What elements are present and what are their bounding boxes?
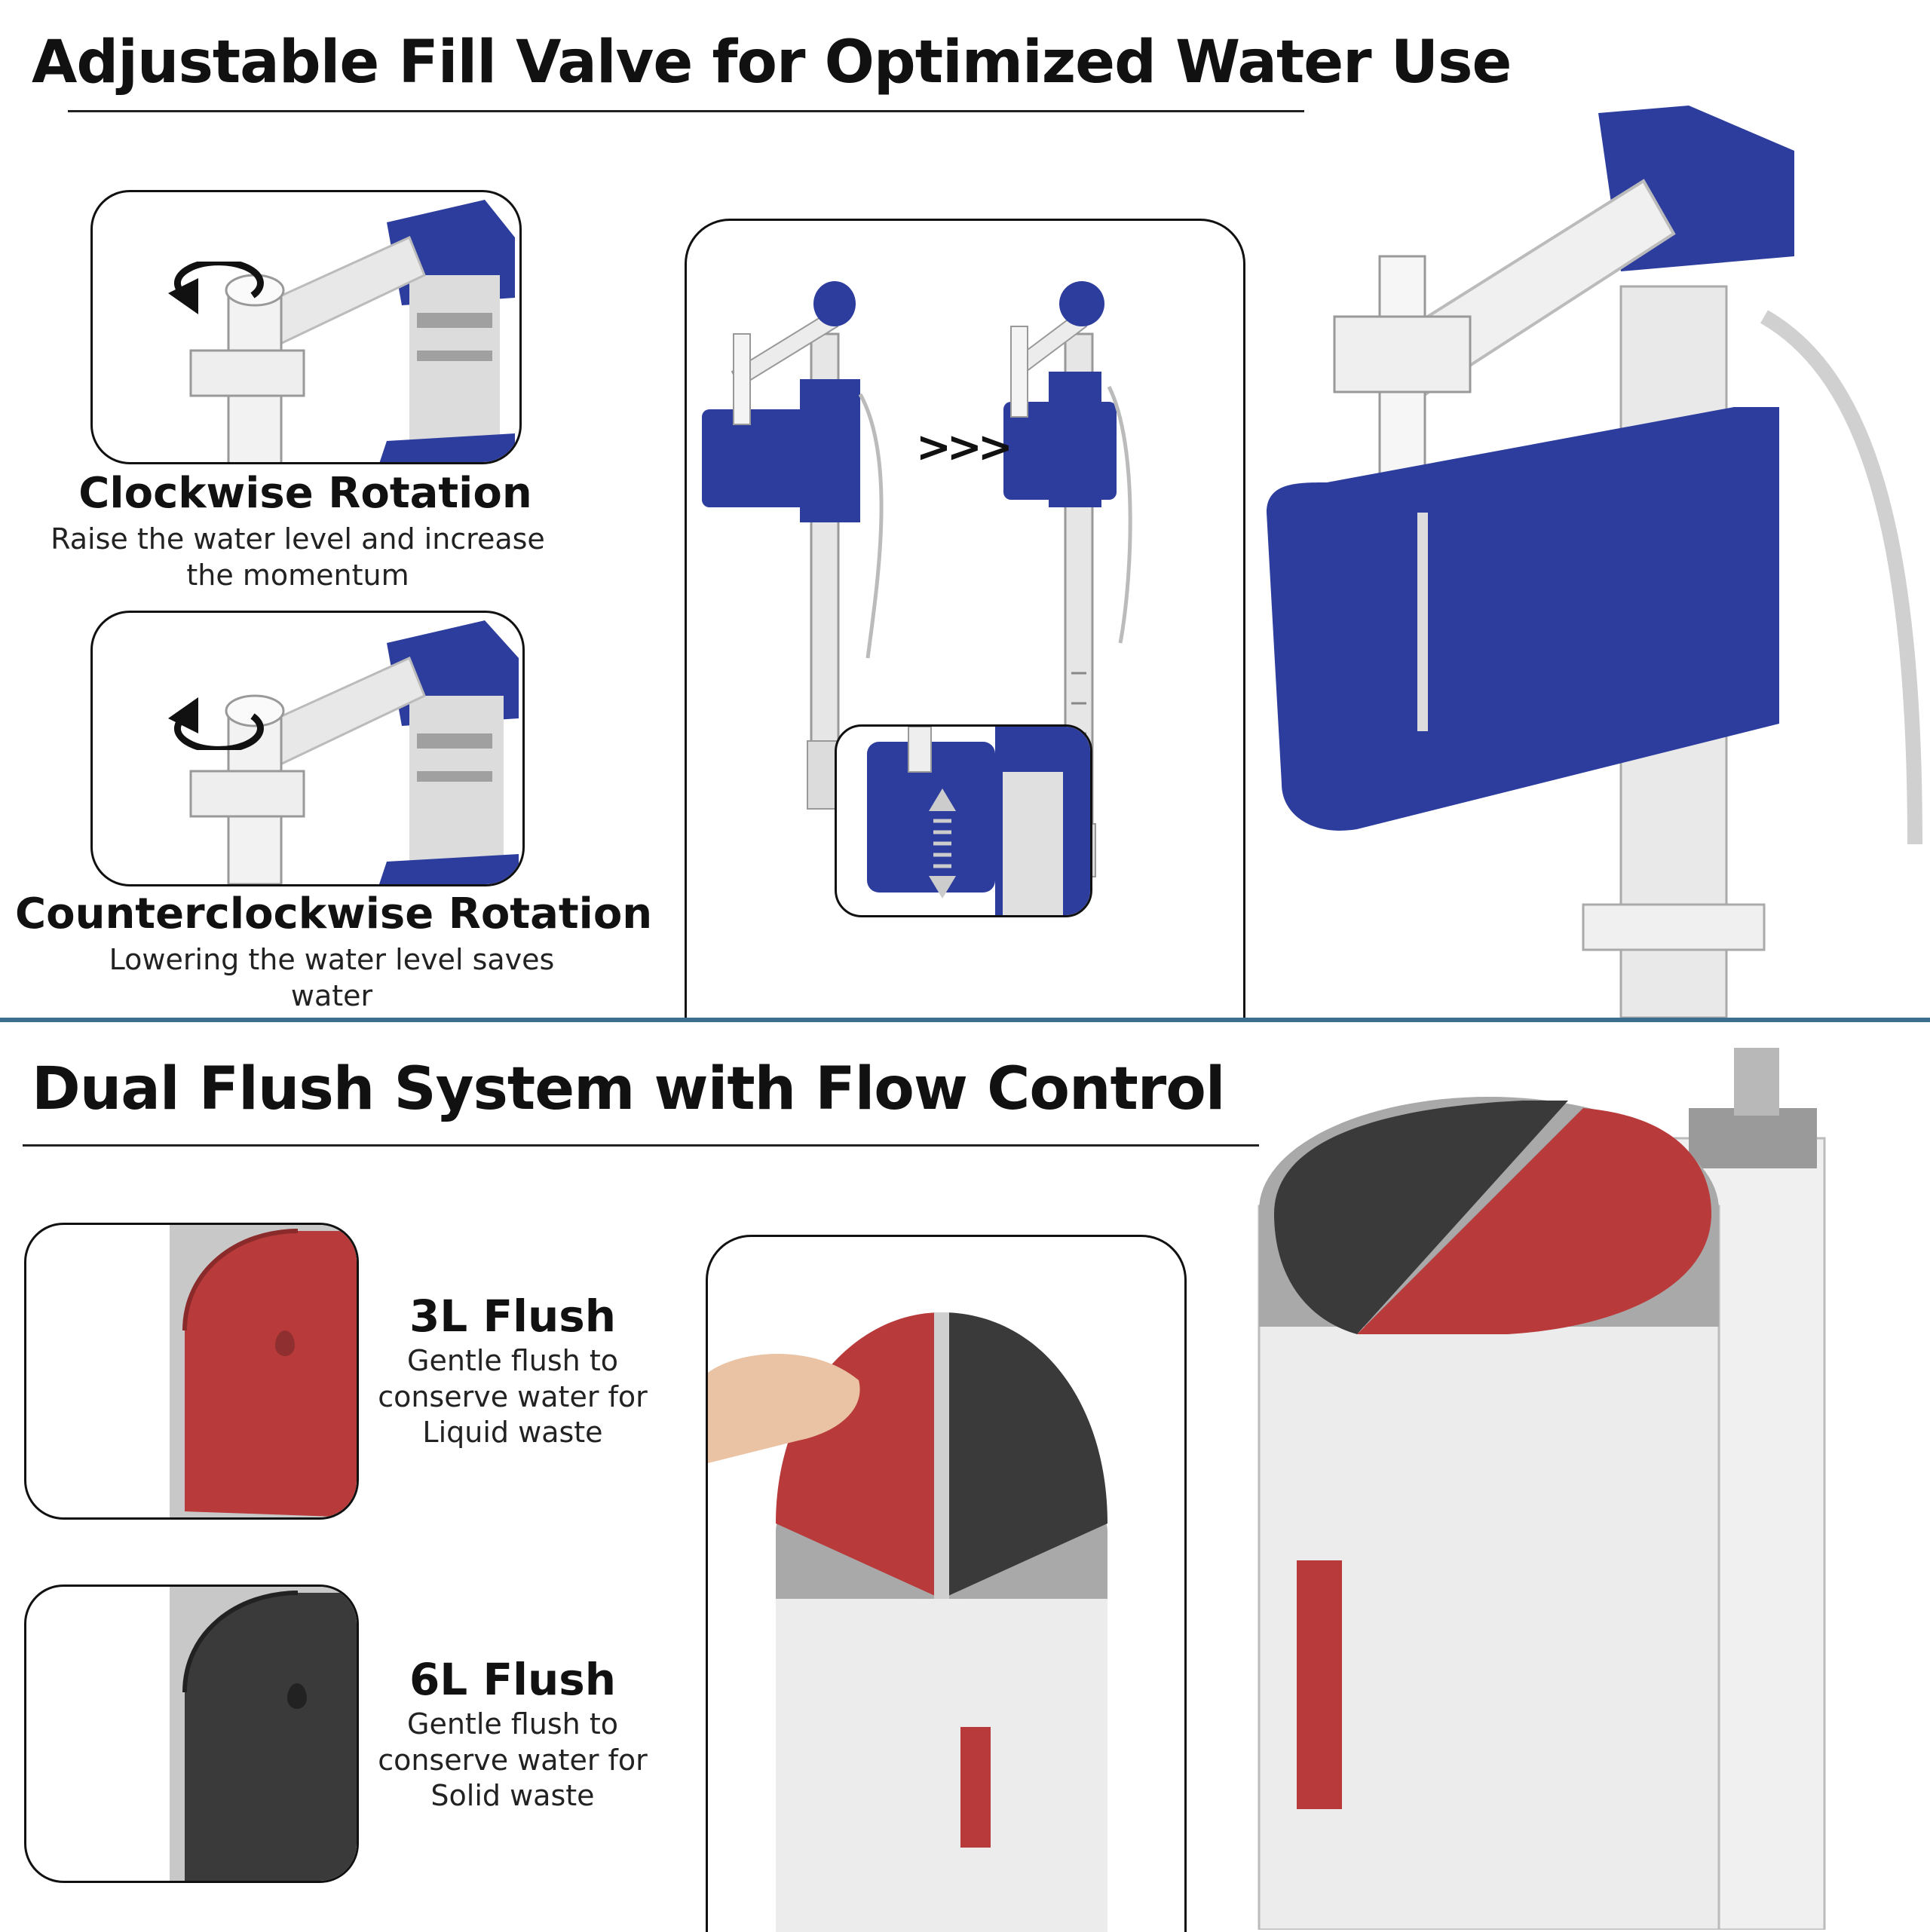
large-flush-heading: 6L Flush (409, 1654, 617, 1705)
clockwise-description: Raise the water level and increase the m… (51, 522, 545, 592)
small-flush-panel (24, 1223, 359, 1520)
fill-valve-title: Adjustable Fill Valve for Optimized Wate… (32, 29, 1512, 96)
counterclockwise-valve-illustration (189, 620, 519, 884)
small-flush-description: Gentle flush to conserve water for Liqui… (378, 1344, 648, 1449)
progress-arrows-icon: >>> (916, 423, 1013, 472)
clockwise-heading: Clockwise Rotation (78, 469, 532, 518)
flush-button-press-panel (706, 1235, 1187, 1932)
fill-valve-closeup-illustration (1267, 106, 1922, 1018)
height-adjust-inset (835, 724, 1092, 917)
counterclockwise-rotation-panel (90, 611, 525, 886)
clockwise-arrow-icon (168, 697, 264, 750)
large-flush-button-illustration (170, 1587, 357, 1881)
counterclockwise-heading: Counterclockwise Rotation (15, 889, 653, 938)
large-flush-panel (24, 1584, 359, 1883)
small-flush-button-illustration (170, 1225, 357, 1517)
flush-button-press-illustration (708, 1312, 1107, 1932)
counterclockwise-description: Lowering the water level saves water (109, 943, 555, 1012)
small-flush-heading: 3L Flush (409, 1291, 617, 1342)
large-flush-description: Gentle flush to conserve water for Solid… (378, 1707, 648, 1812)
dual-flush-title: Dual Flush System with Flow Control (32, 1055, 1226, 1123)
dual-flush-title-underline (23, 1144, 1259, 1147)
fill-valve-comparison-panel: >>> (685, 219, 1245, 1020)
counterclockwise-arrow-icon (168, 262, 264, 314)
water-drop-icon (287, 1683, 307, 1709)
water-drop-icon (275, 1330, 295, 1356)
up-down-arrow-icon (929, 788, 956, 899)
clockwise-valve-illustration (189, 200, 515, 462)
fill-valve-title-underline (68, 110, 1304, 112)
clockwise-rotation-panel (90, 190, 522, 464)
section-divider (0, 1018, 1930, 1022)
flush-valve-closeup-illustration (1258, 1048, 1826, 1930)
